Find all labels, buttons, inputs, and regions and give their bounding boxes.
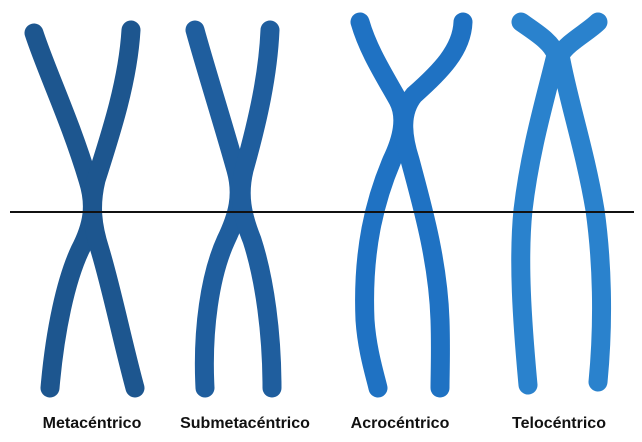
- label-submetacentric: Submetacéntrico: [180, 414, 310, 434]
- telocentric-chromatid-left: [521, 22, 556, 385]
- acrocentric-chromatid-right: [404, 22, 463, 388]
- label-telocentric: Telocéntrico: [512, 414, 606, 434]
- metacentric-chromatid-right: [93, 30, 135, 388]
- telocentric-chromosome: [521, 22, 602, 385]
- submetacentric-chromatid-right: [241, 30, 272, 388]
- submetacentric-chromatid-left: [195, 30, 239, 388]
- telocentric-chromatid-right: [560, 22, 602, 382]
- label-metacentric: Metacéntrico: [43, 414, 142, 434]
- acrocentric-chromatid-left: [360, 22, 403, 388]
- submetacentric-chromosome: [195, 30, 272, 388]
- label-acrocentric: Acrocéntrico: [351, 414, 450, 434]
- metacentric-chromosome: [34, 30, 135, 388]
- acrocentric-chromosome: [360, 22, 463, 388]
